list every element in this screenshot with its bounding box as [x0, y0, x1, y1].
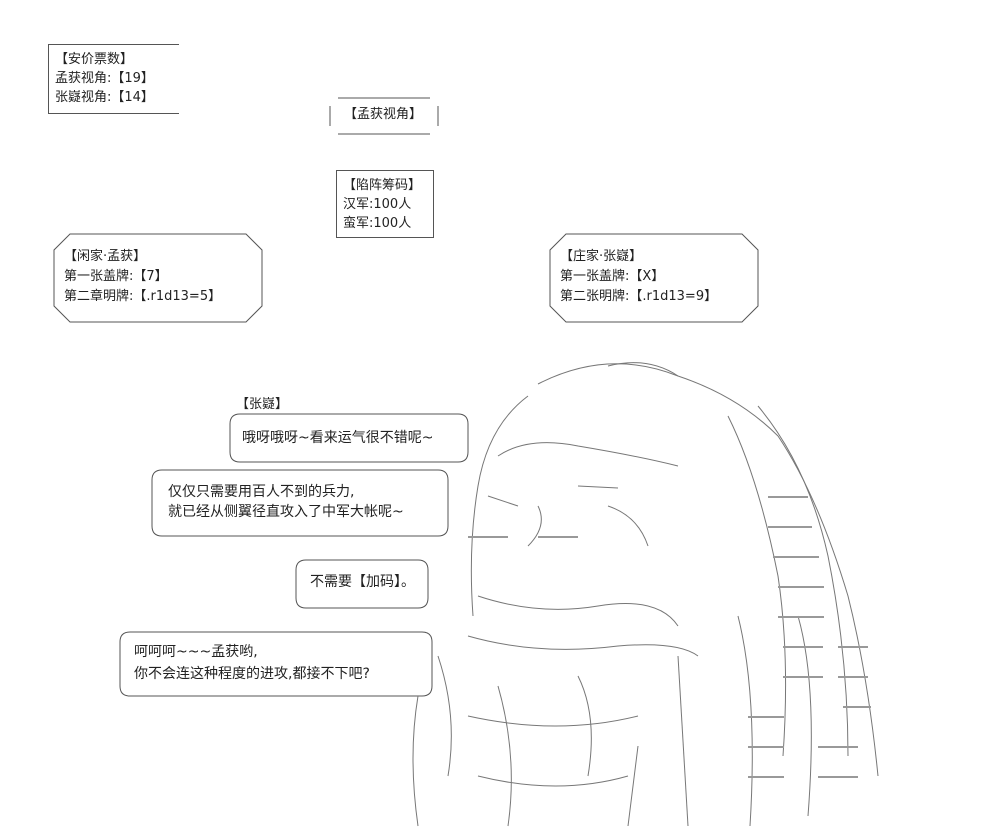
bubble-1-frame	[229, 413, 469, 463]
perspective-frame	[329, 97, 439, 135]
bubble-2-line2: 就已经从侧翼径直攻入了中军大帐呢~	[168, 504, 404, 520]
speech-bubble-2: 仅仅只需要用百人不到的兵力, 就已经从侧翼径直攻入了中军大帐呢~	[148, 468, 452, 538]
speech-bubble-3: 不需要【加码】。	[292, 558, 432, 610]
bubble-4-line2: 你不会连这种程度的进攻,都接不下吧?	[134, 666, 370, 682]
votes-title: 【安价票数】	[55, 52, 134, 67]
bubble-4-frame	[119, 631, 433, 697]
dealer-title: 【庄家·张嶷】	[560, 249, 643, 264]
bubble-1-text: 哦呀哦呀~看来运气很不错呢~	[242, 430, 434, 446]
dealer-frame	[549, 233, 759, 323]
bubble-4-line1: 呵呵呵~~~孟获哟,	[134, 644, 258, 660]
dealer-card2: 第二张明牌:【.r1d13=9】	[560, 289, 718, 304]
bubble-3-text: 不需要【加码】。	[310, 574, 415, 590]
idle-player-frame	[53, 233, 263, 323]
bubble-3-frame	[295, 559, 429, 609]
idle-player-panel: 【闲家·孟获】 第一张盖牌:【7】 第二章明牌:【.r1d13=5】	[52, 232, 264, 324]
trap-chips-panel: 【陷阵筹码】 汉军:100人 蛮军:100人	[336, 170, 434, 238]
character-art	[412, 362, 879, 827]
bubble-2-frame	[151, 469, 449, 537]
votes-mengghuo: 孟获视角:【19】	[55, 71, 154, 86]
bubble-2-line1: 仅仅只需要用百人不到的兵力,	[168, 484, 355, 500]
perspective-text: 【孟获视角】	[344, 107, 423, 122]
dealer-panel: 【庄家·张嶷】 第一张盖牌:【X】 第二张明牌:【.r1d13=9】	[548, 232, 760, 324]
votes-panel: 【安价票数】 孟获视角:【19】 张嶷视角:【14】	[48, 44, 179, 114]
speech-bubble-1: 哦呀哦呀~看来运气很不错呢~	[226, 412, 470, 464]
chips-title: 【陷阵筹码】	[343, 178, 422, 193]
idle-player-card1: 第一张盖牌:【7】	[64, 269, 168, 284]
chips-man: 蛮军:100人	[343, 216, 412, 231]
votes-zhangyi: 张嶷视角:【14】	[55, 90, 154, 105]
idle-player-card2: 第二章明牌:【.r1d13=5】	[64, 289, 222, 304]
speaker-name: 【张嶷】	[236, 397, 289, 412]
speech-bubble-4: 呵呵呵~~~孟获哟, 你不会连这种程度的进攻,都接不下吧?	[116, 630, 436, 698]
perspective-label: 【孟获视角】	[328, 96, 440, 136]
dealer-card1: 第一张盖牌:【X】	[560, 269, 665, 284]
character-illustration	[378, 356, 883, 836]
chips-han: 汉军:100人	[343, 197, 412, 212]
idle-player-title: 【闲家·孟获】	[64, 249, 147, 264]
